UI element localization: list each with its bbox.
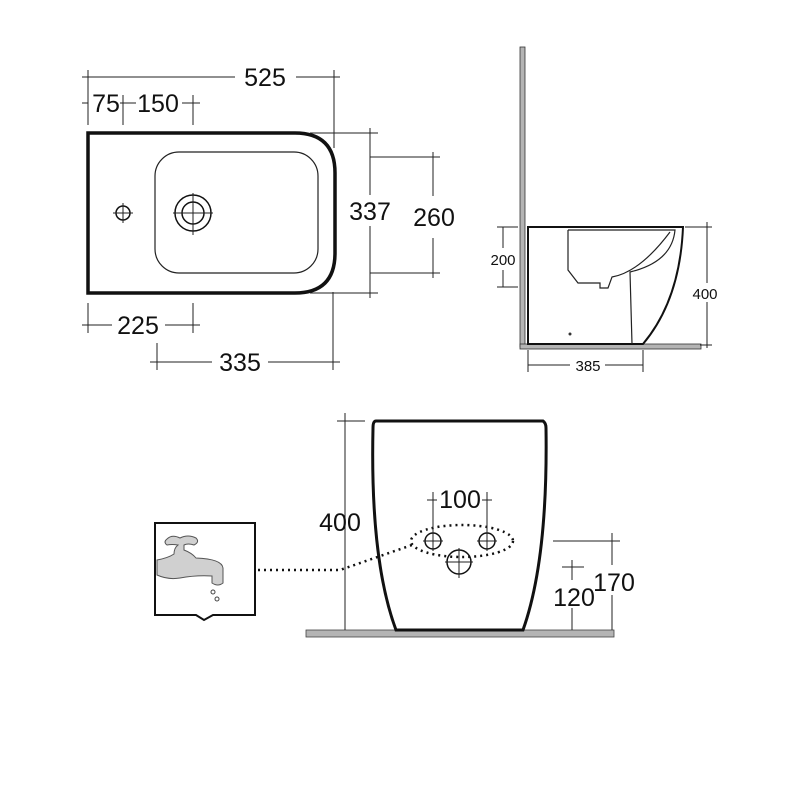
tap-hole-icon [113, 203, 133, 223]
dim-tap-offset: 75 [92, 90, 120, 118]
dim-drain-position: 225 [117, 312, 159, 340]
dim-supply-spacing: 100 [439, 486, 481, 514]
side-view-outline [527, 226, 685, 345]
dim-supply-height: 170 [593, 569, 635, 597]
top-view: 525 75 150 337 260 225 335 [82, 64, 455, 377]
wall [519, 46, 526, 348]
supply-hole-right-icon [477, 492, 497, 551]
dim-overall-width: 337 [349, 198, 391, 226]
bowl-outline [154, 151, 319, 274]
dim-bowl-width: 260 [413, 204, 455, 232]
dim-tap-to-drain: 150 [137, 90, 179, 118]
dim-waste-height: 120 [553, 584, 595, 612]
dim-bowl-length: 335 [219, 349, 261, 377]
supply-connector [258, 543, 413, 572]
dim-overall-length: 525 [244, 64, 286, 92]
supply-hole-left-icon [423, 492, 443, 551]
front-view: 100 400 120 170 [154, 413, 635, 638]
front-view-outline [371, 419, 548, 632]
waste-hole-icon [445, 548, 473, 578]
faucet-icon [154, 522, 256, 622]
drain-hole-icon [173, 193, 213, 235]
side-view: 200 400 385 [490, 46, 718, 375]
dim-overall-height-front: 400 [319, 509, 361, 537]
dim-overall-height-side: 400 [692, 286, 717, 303]
fixing-area [409, 523, 515, 559]
bowl-section [567, 229, 676, 345]
dim-inlet-height: 200 [490, 252, 515, 269]
dim-depth: 385 [575, 358, 600, 375]
